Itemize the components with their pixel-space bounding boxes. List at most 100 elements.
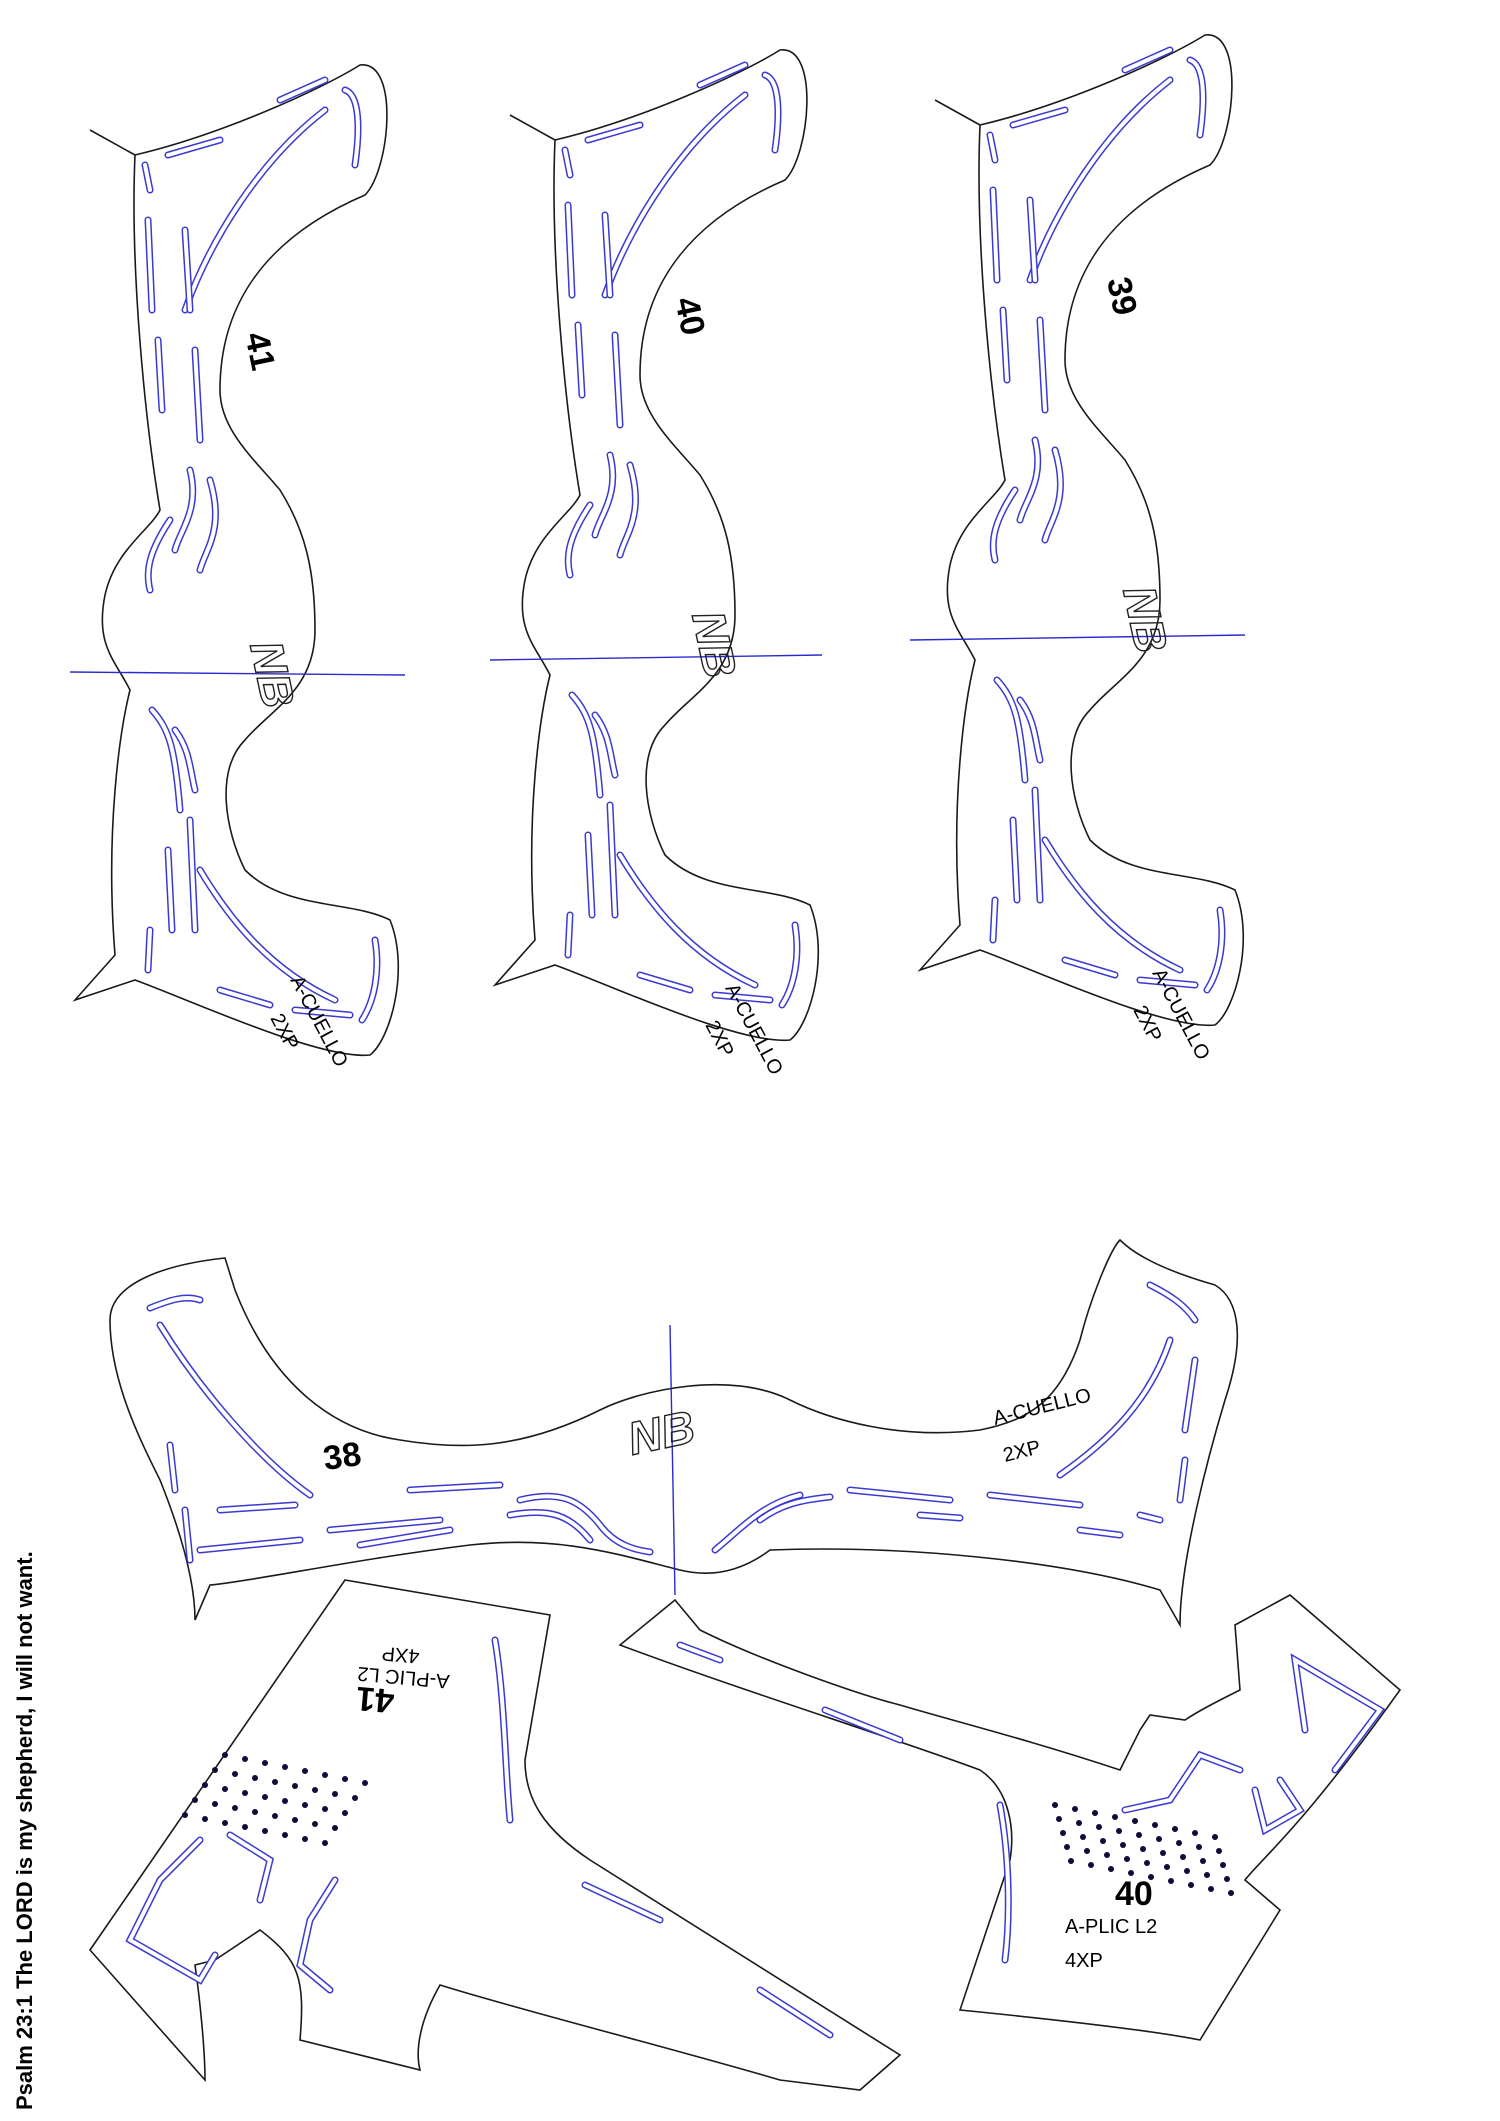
size-label: 38 <box>321 1435 364 1478</box>
stitch-lines <box>146 1281 1199 1564</box>
perforation-dot <box>212 1767 218 1773</box>
perforation-dot <box>1220 1862 1226 1868</box>
nb-logo: NB <box>1113 581 1178 657</box>
perforation-dot <box>1128 1870 1134 1876</box>
perforation-dot <box>1180 1854 1186 1860</box>
perforation-dot <box>1204 1872 1210 1878</box>
applique-piece-size-40: 40 A-PLIC L2 4XP <box>618 1594 1402 2041</box>
footer-quote: Psalm 23:1 The LORD is my shepherd, I wi… <box>12 1551 37 2110</box>
perforation-dot <box>242 1790 248 1796</box>
applique-piece-size-41: 41 A-PLIC L2 4XP <box>88 1579 902 2091</box>
size-label: 40 <box>1115 1875 1153 1913</box>
perforation-dot <box>1052 1802 1058 1808</box>
size-label: 40 <box>667 294 712 339</box>
perforation-dot <box>1120 1842 1126 1848</box>
perforation-dot <box>1176 1840 1182 1846</box>
collar-piece-size-40: NB 40 A-CUELLO 2XP <box>489 49 823 1079</box>
perforation-dot <box>1076 1820 1082 1826</box>
perforation-dot <box>1064 1844 1070 1850</box>
perforation-dot <box>332 1791 338 1797</box>
perforation-dot <box>1056 1816 1062 1822</box>
nb-logo: NB <box>240 636 305 712</box>
perforation-dot <box>242 1756 248 1762</box>
perforation-dot <box>1072 1806 1078 1812</box>
perforation-dot <box>1140 1846 1146 1852</box>
perforation-dot <box>272 1779 278 1785</box>
perforation-dot <box>1216 1848 1222 1854</box>
perforation-dot <box>322 1806 328 1812</box>
perforation-dot <box>312 1787 318 1793</box>
perforation-dot <box>1168 1878 1174 1884</box>
perforation-dot <box>1088 1862 1094 1868</box>
nb-logo: NB <box>623 1400 699 1465</box>
collar-piece-size-38: NB 38 A-CUELLO 2XP <box>109 1238 1239 1629</box>
perforation-dot <box>292 1817 298 1823</box>
stitch-lines <box>986 46 1226 994</box>
perforation-dot <box>362 1780 368 1786</box>
perforation-dot <box>1156 1836 1162 1842</box>
center-line <box>489 654 823 661</box>
perforation-dot <box>222 1786 228 1792</box>
perforation-dot <box>302 1836 308 1842</box>
perforation-pattern <box>1052 1802 1234 1896</box>
piece-qty-label: 2XP <box>1001 1436 1043 1466</box>
center-line <box>669 1324 676 1596</box>
perforation-dot <box>1108 1866 1114 1872</box>
perforation-dot <box>192 1797 198 1803</box>
perforation-dot <box>1152 1822 1158 1828</box>
perforation-dot <box>302 1802 308 1808</box>
perforation-dot <box>222 1820 228 1826</box>
perforation-dot <box>262 1760 268 1766</box>
perforation-dot <box>1132 1818 1138 1824</box>
piece-qty-label: 4XP <box>381 1642 421 1667</box>
perforation-dot <box>262 1828 268 1834</box>
piece-qty-label: 2XP <box>266 1010 303 1054</box>
perforation-dot <box>1136 1832 1142 1838</box>
perforation-dot <box>322 1772 328 1778</box>
perforation-dot <box>1100 1838 1106 1844</box>
perforation-dot <box>282 1764 288 1770</box>
stitch-lines <box>561 61 801 1009</box>
piece-name-label: A-CUELLO <box>286 972 352 1071</box>
perforation-dot <box>1172 1826 1178 1832</box>
perforation-dot <box>1068 1858 1074 1864</box>
perforation-dot <box>302 1768 308 1774</box>
piece-name-label: A-CUELLO <box>721 980 787 1079</box>
perforation-dot <box>242 1824 248 1830</box>
perforation-dot <box>1200 1858 1206 1864</box>
perforation-dot <box>1188 1882 1194 1888</box>
perforation-dot <box>1192 1830 1198 1836</box>
perforation-dot <box>282 1798 288 1804</box>
perforation-dot <box>1084 1848 1090 1854</box>
perforation-dot <box>262 1794 268 1800</box>
perforation-dot <box>1124 1856 1130 1862</box>
perforation-dot <box>1112 1814 1118 1820</box>
perforation-dot <box>352 1795 358 1801</box>
perforation-dot <box>202 1816 208 1822</box>
piece-name-label: A-PLIC L2 <box>1065 1916 1157 1938</box>
perforation-pattern <box>182 1752 368 1846</box>
center-line <box>69 671 406 676</box>
perforation-dot <box>1212 1834 1218 1840</box>
perforation-dot <box>1164 1864 1170 1870</box>
center-line <box>909 634 1246 641</box>
stitch-lines <box>141 76 381 1024</box>
perforation-dot <box>272 1813 278 1819</box>
piece-qty-label: 4XP <box>1065 1950 1103 1972</box>
perforation-dot <box>232 1805 238 1811</box>
perforation-dot <box>342 1776 348 1782</box>
nb-logo: NB <box>682 606 747 682</box>
perforation-dot <box>1092 1810 1098 1816</box>
perforation-dot <box>322 1840 328 1846</box>
perforation-dot <box>1184 1868 1190 1874</box>
perforation-dot <box>202 1782 208 1788</box>
perforation-dot <box>252 1775 258 1781</box>
perforation-dot <box>1104 1852 1110 1858</box>
perforation-dot <box>312 1821 318 1827</box>
piece-qty-label: 2XP <box>1129 1002 1166 1046</box>
perforation-dot <box>332 1825 338 1831</box>
perforation-dot <box>252 1809 258 1815</box>
perforation-dot <box>342 1810 348 1816</box>
size-label: 39 <box>1099 274 1144 319</box>
